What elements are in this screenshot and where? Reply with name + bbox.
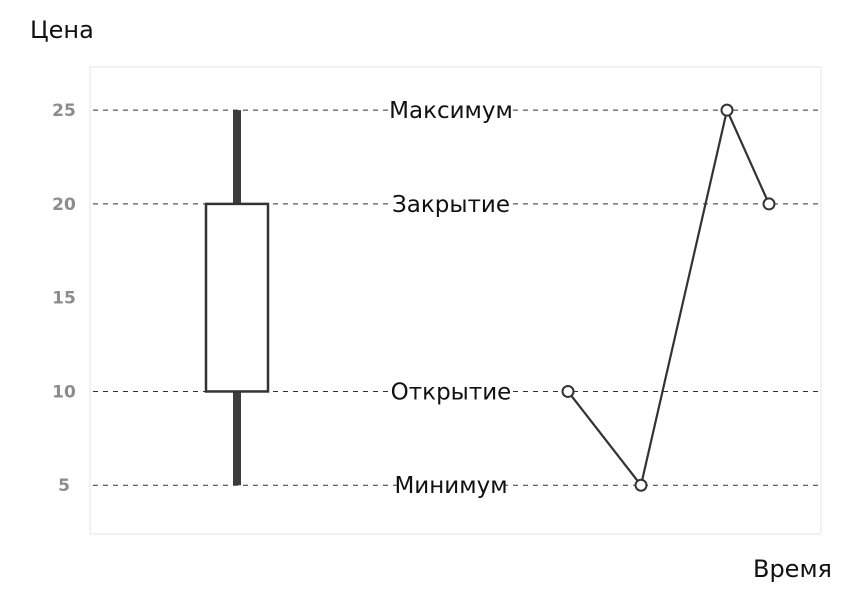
level-label-background — [396, 470, 506, 501]
level-label: Закрытие — [392, 192, 510, 218]
y-tick-label: 25 — [52, 101, 76, 121]
candle-body — [204, 202, 270, 393]
x-axis-title: Время — [753, 555, 832, 583]
price-path-line — [567, 106, 771, 488]
price-point — [762, 197, 776, 211]
level-label-background — [389, 376, 513, 407]
y-axis-title: Цена — [30, 16, 94, 44]
candlestick — [204, 110, 270, 486]
level-label: Открытие — [391, 379, 512, 405]
price-point — [720, 103, 734, 117]
plot-area — [89, 66, 822, 535]
level-label: Минимум — [394, 473, 507, 499]
price-point — [561, 384, 575, 398]
y-tick-label: 15 — [52, 289, 76, 309]
y-tick-label: 10 — [52, 382, 76, 402]
y-tick-label: 5 — [58, 476, 70, 496]
level-label-background — [389, 188, 513, 219]
y-tick-label: 20 — [52, 195, 76, 215]
price-path — [561, 103, 776, 492]
level-label-background — [389, 95, 513, 126]
y-axis-ticks: 5 10 15 20 25 — [52, 101, 76, 496]
level-label: Максимум — [389, 98, 513, 124]
price-point — [634, 478, 648, 492]
